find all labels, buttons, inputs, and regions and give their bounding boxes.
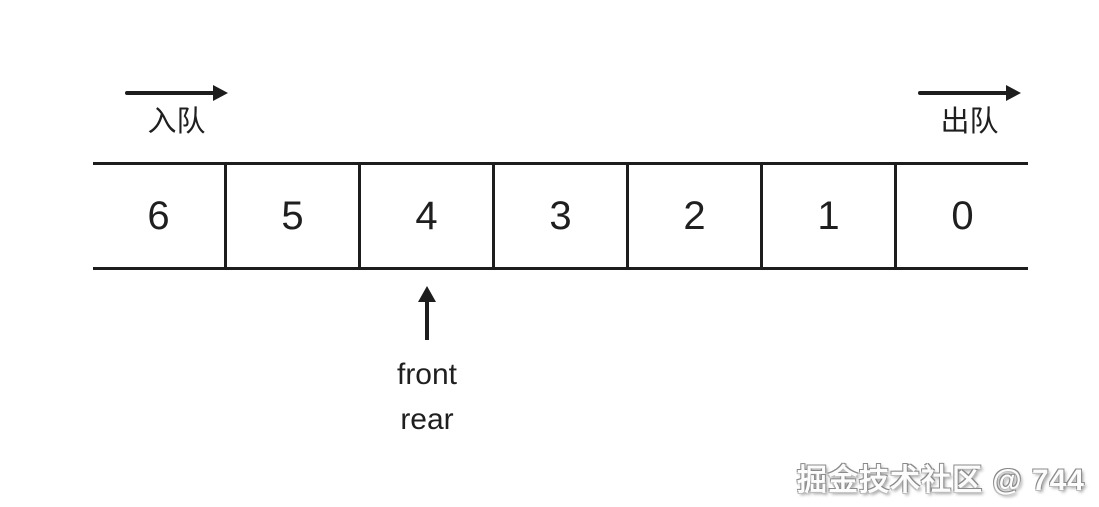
queue-cell-value: 1 bbox=[817, 193, 840, 238]
queue-cell: 5 bbox=[227, 165, 361, 267]
enqueue-arrow-icon bbox=[125, 85, 228, 101]
watermark: 掘金技术社区 @ 744 bbox=[797, 464, 1085, 497]
queue-cell-value: 5 bbox=[281, 193, 304, 238]
queue-cell-value: 4 bbox=[415, 193, 438, 238]
pointer-up-arrow-icon bbox=[413, 286, 441, 340]
enqueue-arrow-shaft bbox=[125, 91, 217, 95]
queue-cell: 6 bbox=[93, 165, 227, 267]
queue-cell: 1 bbox=[763, 165, 897, 267]
pointer-up-arrow-head bbox=[418, 286, 436, 302]
queue-cell: 2 bbox=[629, 165, 763, 267]
queue-cell: 0 bbox=[897, 165, 1028, 267]
dequeue-label: 出队 bbox=[940, 106, 999, 138]
pointer-up-arrow-shaft bbox=[425, 301, 429, 340]
queue-cell-value: 6 bbox=[147, 193, 170, 238]
pointer-labels: front rear bbox=[347, 352, 507, 442]
queue-cell-value: 2 bbox=[683, 193, 706, 238]
pointer-rear-label: rear bbox=[400, 403, 454, 436]
dequeue-arrow-head bbox=[1006, 85, 1021, 101]
enqueue-arrow-head bbox=[213, 85, 228, 101]
queue-cell-value: 3 bbox=[549, 193, 572, 238]
queue-cell: 3 bbox=[495, 165, 629, 267]
queue-cell: 4 bbox=[361, 165, 495, 267]
dequeue-arrow-icon bbox=[918, 85, 1021, 101]
dequeue-arrow-shaft bbox=[918, 91, 1010, 95]
enqueue-label: 入队 bbox=[147, 106, 206, 138]
pointer-front-label: front bbox=[396, 358, 458, 391]
queue-strip: 6 5 4 3 2 1 0 bbox=[93, 162, 1028, 270]
queue-cell-value: 0 bbox=[951, 193, 974, 238]
